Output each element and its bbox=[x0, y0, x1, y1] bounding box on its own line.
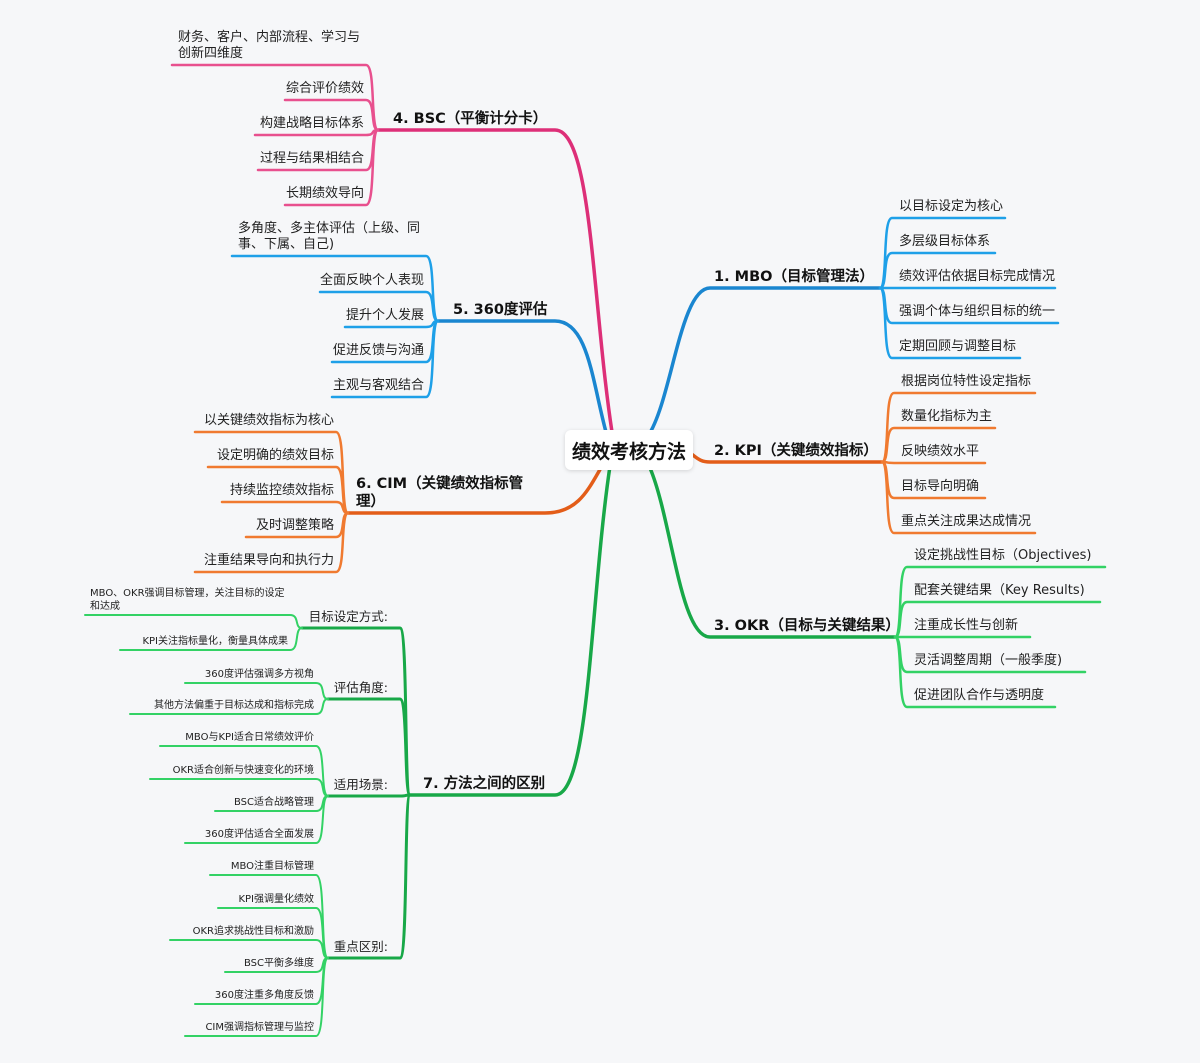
child-line bbox=[193, 511, 350, 574]
child-node[interactable]: 配套关键结果（Key Results) bbox=[914, 583, 1085, 598]
child-node[interactable]: 设定挑战性目标（Objectives) bbox=[914, 548, 1092, 563]
child-node[interactable]: 以关键绩效指标为核心 bbox=[203, 413, 334, 428]
branch-line bbox=[346, 464, 604, 515]
child-line bbox=[878, 286, 1022, 360]
child-node[interactable]: CIM强调指标管理与监控 bbox=[205, 1022, 314, 1033]
group-node[interactable]: 目标设定方式: bbox=[308, 609, 388, 624]
child-line bbox=[129, 698, 329, 715]
child-line bbox=[119, 627, 303, 651]
child-line bbox=[880, 460, 1037, 535]
child-line bbox=[893, 635, 1057, 709]
child-node[interactable]: 综合评价绩效 bbox=[285, 81, 364, 96]
group-line bbox=[300, 626, 412, 797]
child-node[interactable]: 数量化指标为主 bbox=[901, 409, 993, 424]
branch-line bbox=[648, 466, 897, 639]
child-node[interactable]: 以目标设定为核心 bbox=[899, 199, 1004, 214]
child-node[interactable]: 重点关注成果达成情况 bbox=[901, 514, 1032, 529]
child-node[interactable]: MBO与KPI适合日常绩效评价 bbox=[185, 732, 314, 743]
child-node[interactable]: 促进团队合作与透明度 bbox=[914, 688, 1045, 703]
child-line bbox=[169, 939, 329, 959]
child-node[interactable]: 其他方法偏重于目标达成和指标完成 bbox=[154, 700, 314, 711]
child-node[interactable]: 持续监控绩效指标 bbox=[229, 483, 334, 498]
child-node[interactable]: 过程与结果相结合 bbox=[259, 151, 364, 166]
child-line bbox=[184, 957, 329, 1037]
child-node[interactable]: 注重结果导向和执行力 bbox=[203, 553, 334, 568]
child-node[interactable]: 多层级目标体系 bbox=[899, 234, 991, 249]
child-node[interactable]: BSC平衡多维度 bbox=[243, 958, 314, 969]
child-node[interactable]: 提升个人发展 bbox=[345, 308, 424, 323]
branch-label[interactable]: 3. OKR（目标与关键结果） bbox=[714, 618, 900, 634]
child-node[interactable]: 主观与客观结合 bbox=[332, 378, 424, 393]
child-node[interactable]: OKR适合创新与快速变化的环境 bbox=[172, 765, 314, 776]
child-node[interactable]: 根据岗位特性设定指标 bbox=[901, 374, 1032, 389]
child-node[interactable]: OKR追求挑战性目标和激励 bbox=[192, 926, 314, 937]
group-node[interactable]: 评估角度: bbox=[333, 680, 388, 695]
branch-line bbox=[408, 464, 612, 797]
child-node[interactable]: MBO、OKR强调目标管理，关注目标的设定和达成 bbox=[90, 588, 285, 612]
group-node[interactable]: 重点区别: bbox=[333, 939, 388, 954]
branch-line bbox=[376, 128, 614, 434]
branch-label[interactable]: 4. BSC（平衡计分卡） bbox=[393, 111, 548, 127]
child-node[interactable]: 设定明确的绩效目标 bbox=[216, 448, 334, 463]
child-node[interactable]: KPI关注指标量化，衡量具体成果 bbox=[142, 636, 288, 647]
child-line bbox=[220, 500, 350, 515]
child-line bbox=[184, 795, 329, 844]
child-node[interactable]: 目标导向明确 bbox=[901, 479, 980, 494]
group-line bbox=[326, 793, 412, 960]
child-line bbox=[283, 128, 380, 207]
child-line bbox=[330, 319, 440, 399]
child-node[interactable]: 及时调整策略 bbox=[255, 518, 334, 533]
child-node[interactable]: BSC适合战略管理 bbox=[233, 797, 314, 808]
child-line bbox=[184, 682, 329, 700]
child-node[interactable]: 构建战略目标体系 bbox=[259, 116, 364, 131]
child-line bbox=[878, 251, 997, 290]
child-node[interactable]: 360度评估强调多方视角 bbox=[204, 669, 314, 680]
child-line bbox=[880, 426, 997, 464]
branch-line bbox=[646, 286, 882, 438]
child-node[interactable]: 绩效评估依据目标完成情况 bbox=[899, 269, 1056, 284]
child-node[interactable]: KPI强调量化绩效 bbox=[238, 894, 314, 905]
child-node[interactable]: 全面反映个人表现 bbox=[319, 273, 424, 288]
child-node[interactable]: 反映绩效水平 bbox=[901, 444, 980, 459]
child-node[interactable]: MBO注重目标管理 bbox=[230, 861, 314, 872]
group-node[interactable]: 适用场景: bbox=[333, 777, 388, 792]
branch-line bbox=[436, 319, 608, 434]
child-node[interactable]: 灵活调整周期（一般季度) bbox=[914, 653, 1063, 668]
child-node[interactable]: 促进反馈与沟通 bbox=[332, 343, 424, 358]
child-line bbox=[84, 614, 303, 629]
child-line bbox=[209, 874, 329, 959]
branch-label[interactable]: 7. 方法之间的区别 bbox=[423, 776, 546, 792]
child-node[interactable]: 多角度、多主体评估（上级、同事、下属、自己) bbox=[238, 221, 421, 252]
child-node[interactable]: 定期回顾与调整目标 bbox=[899, 339, 1017, 354]
branch-label[interactable]: 1. MBO（目标管理法） bbox=[714, 269, 874, 285]
child-line bbox=[149, 778, 329, 797]
child-node[interactable]: 长期绩效导向 bbox=[285, 186, 364, 201]
child-node[interactable]: 财务、客户、内部流程、学习与创新四维度 bbox=[178, 30, 361, 61]
branch-label[interactable]: 5. 360度评估 bbox=[453, 302, 548, 318]
group-line bbox=[326, 793, 412, 798]
central-topic[interactable]: 绩效考核方法 bbox=[565, 430, 693, 470]
child-node[interactable]: 注重成长性与创新 bbox=[914, 618, 1019, 633]
child-node[interactable]: 360度注重多角度反馈 bbox=[214, 990, 314, 1001]
child-line bbox=[880, 460, 987, 465]
group-line bbox=[326, 697, 412, 797]
branch-label[interactable]: 2. KPI（关键绩效指标） bbox=[714, 443, 878, 459]
child-line bbox=[893, 600, 1102, 639]
child-node[interactable]: 强调个体与组织目标的统一 bbox=[899, 304, 1056, 319]
child-node[interactable]: 360度评估适合全面发展 bbox=[204, 829, 314, 840]
branch-label[interactable]: 6. CIM（关键绩效指标管理） bbox=[356, 476, 524, 510]
